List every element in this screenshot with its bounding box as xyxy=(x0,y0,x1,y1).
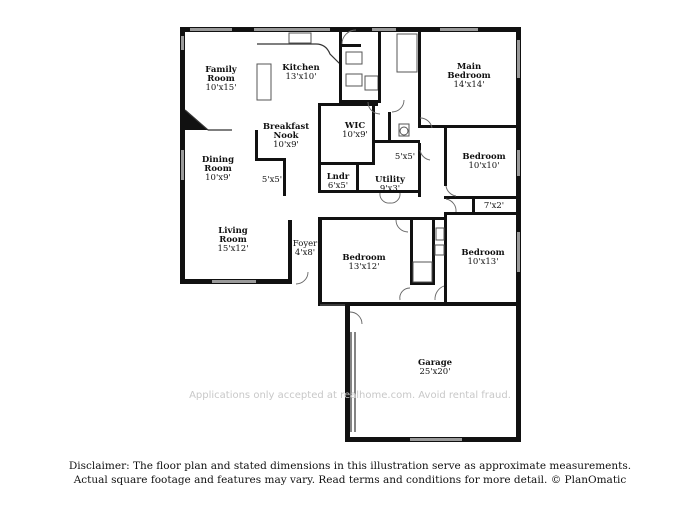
kitchen-name: Kitchen xyxy=(282,63,320,73)
fireplace-label: FP xyxy=(200,114,209,121)
bedroom-se-name: Bedroom xyxy=(461,248,504,258)
family-room-name-2: Room xyxy=(207,74,234,84)
wic-dim: 10'x9' xyxy=(342,130,368,140)
interior-walls xyxy=(255,32,520,432)
garage-name: Garage xyxy=(418,358,453,368)
garage-dim: 25'x20' xyxy=(419,367,450,377)
family-room-dim: 10'x15' xyxy=(205,83,236,93)
bedroom-mid-name: Bedroom xyxy=(342,253,385,263)
bedroom-ne-name: Bedroom xyxy=(462,152,505,162)
watermark-text: Applications only accepted at realhome.c… xyxy=(189,390,511,401)
breakfast-name-2: Nook xyxy=(274,131,300,141)
laundry-name: Lndr xyxy=(327,172,350,182)
utility-dim: 9'x3' xyxy=(380,184,400,194)
closet-5x5-a-dim: 5'x5' xyxy=(395,152,415,162)
foyer-name: Foyer xyxy=(293,239,318,249)
bedroom-se-dim: 10'x13' xyxy=(467,257,498,267)
windows xyxy=(181,28,520,441)
dining-dim: 10'x9' xyxy=(205,173,231,183)
breakfast-dim: 10'x9' xyxy=(273,140,299,150)
bedroom-mid-dim: 13'x12' xyxy=(348,262,379,272)
closet-5x5-b-dim: 5'x5' xyxy=(262,175,282,185)
main-bedroom-name-1: Main xyxy=(457,62,481,72)
main-bedroom-name-2: Bedroom xyxy=(447,71,490,81)
dining-name-1: Dining xyxy=(202,155,234,165)
laundry-dim: 6'x5' xyxy=(328,181,348,191)
bedroom-ne-dim: 10'x10' xyxy=(468,161,499,171)
fireplace: FP xyxy=(184,109,232,131)
disclaimer-line-1: Disclaimer: The floor plan and stated di… xyxy=(68,460,632,472)
living-name-1: Living xyxy=(218,226,248,236)
living-dim: 15'x12' xyxy=(217,244,248,254)
living-name-2: Room xyxy=(219,235,246,245)
room-labels: Family Room 10'x15' Kitchen 13'x10' Main… xyxy=(202,62,506,377)
foyer-dim: 4'x8' xyxy=(295,248,315,258)
kitchen-dim: 13'x10' xyxy=(285,72,316,82)
dining-name-2: Room xyxy=(204,164,231,174)
utility-name: Utility xyxy=(375,175,406,185)
wic-name: WIC xyxy=(344,121,366,131)
closet-7x2-dim: 7'x2' xyxy=(484,201,504,211)
disclaimer-line-2: Actual square footage and features may v… xyxy=(73,474,627,486)
family-room-name-1: Family xyxy=(205,65,238,75)
breakfast-name-1: Breakfast xyxy=(263,122,309,132)
main-bedroom-dim: 14'x14' xyxy=(453,80,484,90)
doors xyxy=(295,29,457,325)
